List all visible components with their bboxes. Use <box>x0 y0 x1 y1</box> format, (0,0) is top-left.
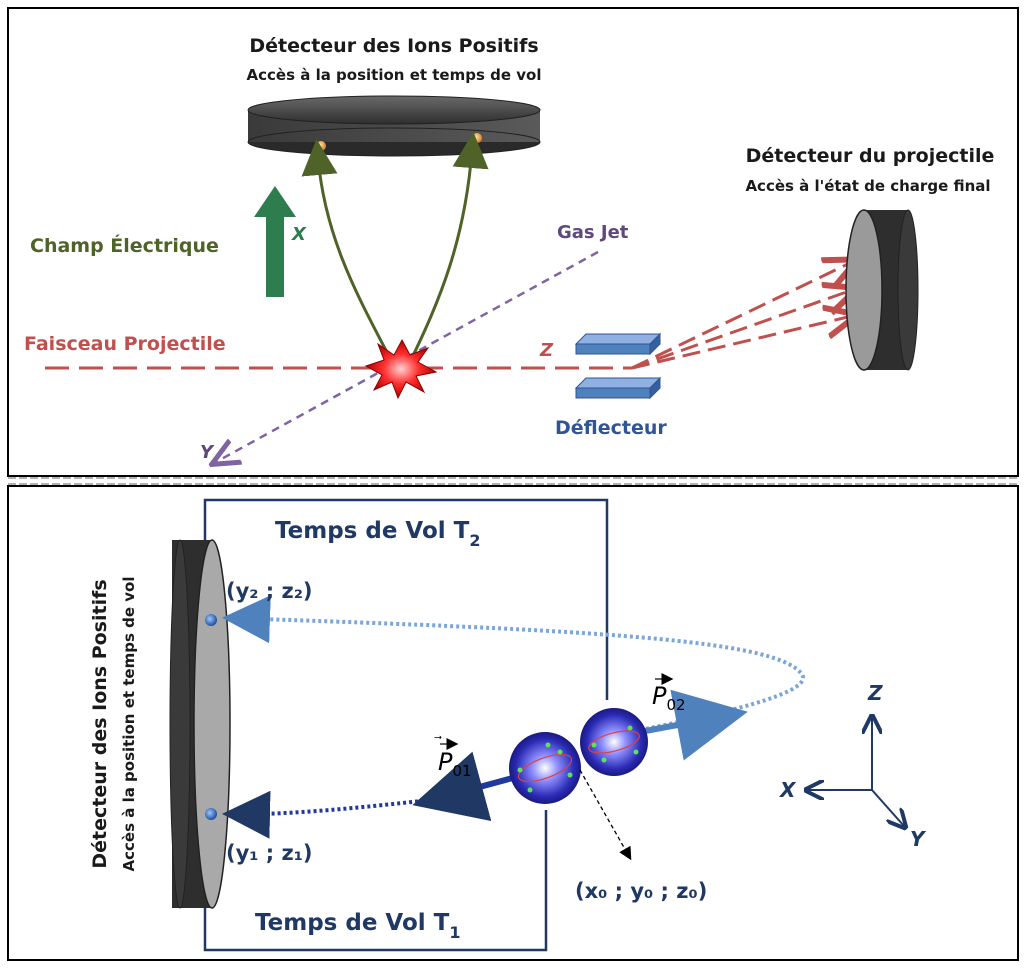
tof1-label: Temps de Vol T1 <box>255 910 461 942</box>
tof1-bracket <box>203 810 548 952</box>
projectile-detector-title: Détecteur du projectile <box>746 145 995 167</box>
ion-detector-title: Détecteur des Ions Positifs <box>249 35 538 57</box>
projectile-detector <box>845 209 919 371</box>
momentum-vector-p02 <box>639 689 748 761</box>
vertical-detector-title: Détecteur des Ions Positifs <box>89 579 111 868</box>
deflected-beam-2 <box>631 290 852 370</box>
deflected-beam-3 <box>631 316 852 370</box>
ion-detector-disc <box>247 95 541 157</box>
projectile-detector-subtitle: Accès à l'état de charge final <box>745 177 990 195</box>
tof2-bracket <box>203 498 609 700</box>
bottom-panel-frame <box>7 485 1019 961</box>
ion2-trajectory <box>222 595 805 732</box>
impact-point-left <box>316 141 326 151</box>
origin-label: (x₀ ; y₀ ; z₀) <box>575 879 707 903</box>
deflected-beam-1 <box>631 262 852 370</box>
axis-x-label-bottom: X <box>778 778 797 802</box>
ion-sphere-1 <box>509 732 581 804</box>
projectile-beam-label: Faisceau Projectile <box>24 333 226 355</box>
position-2-label: (y₂ ; z₂) <box>226 579 313 603</box>
ion-sphere-2 <box>580 708 648 776</box>
impact-point-2 <box>205 614 217 626</box>
momentum-vector-p01 <box>412 751 521 822</box>
p01-label: P01 <box>438 748 472 780</box>
axis-y-label-top: Y <box>200 442 215 463</box>
ion-trajectory-left <box>301 139 394 363</box>
axis-y-label-bottom: Y <box>910 827 927 851</box>
vertical-ion-detector <box>169 539 231 909</box>
deflector-plates <box>574 332 662 400</box>
impact-point-1 <box>205 808 217 820</box>
position-1-label: (y₁ ; z₁) <box>226 841 313 865</box>
coordinate-axes <box>808 718 904 826</box>
collision-point <box>364 338 438 400</box>
p02-label: P02 <box>652 682 686 714</box>
ion-detector-subtitle: Accès à la position et temps de vol <box>247 66 542 84</box>
axis-z-label-bottom: Z <box>867 681 883 705</box>
tof2-label: Temps de Vol T2 <box>275 518 481 550</box>
p01-vector-arrow: ⃗ <box>434 735 442 740</box>
origin-pointer <box>579 769 632 861</box>
gas-jet-label: Gas Jet <box>557 222 629 243</box>
ion-trajectory-right <box>408 132 489 363</box>
electric-field-label: Champ Électrique <box>30 234 219 257</box>
impact-point-right <box>472 133 482 143</box>
ion1-trajectory <box>222 790 431 839</box>
deflector-label: Déflecteur <box>555 417 667 439</box>
top-panel-frame <box>7 7 1019 477</box>
axis-x-label-top: X <box>291 224 307 245</box>
electric-field-arrow <box>254 186 296 297</box>
vertical-detector-subtitle: Accès à la position et temps de vol <box>120 577 138 872</box>
axis-z-label-top: Z <box>539 340 554 361</box>
